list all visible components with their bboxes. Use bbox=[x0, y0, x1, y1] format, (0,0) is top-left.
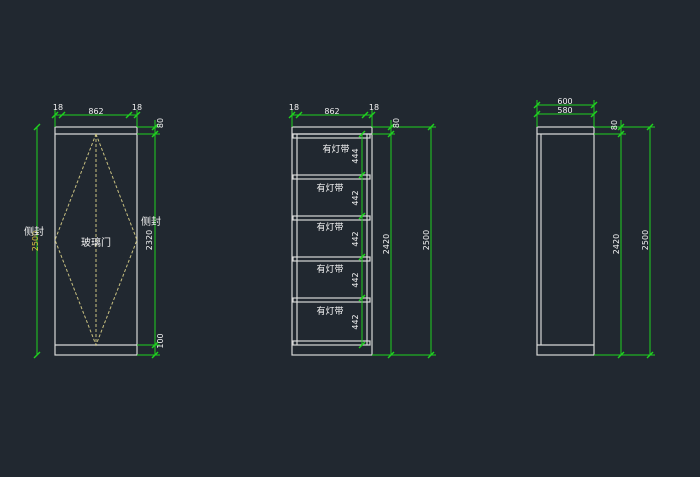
shelf-dim-width: 862 bbox=[324, 107, 339, 116]
dim-tick bbox=[646, 123, 654, 131]
shelf-board bbox=[292, 256, 371, 262]
shelf-board bbox=[292, 215, 371, 221]
dim-tick bbox=[646, 351, 654, 359]
dim-tick bbox=[427, 351, 435, 359]
dim-tick bbox=[151, 351, 159, 359]
shelf-dim-inner-height: 2420 bbox=[382, 234, 391, 254]
shelf-board bbox=[292, 297, 371, 303]
shelf-board bbox=[292, 174, 371, 180]
front-dim-top-gap: 80 bbox=[156, 118, 165, 128]
dim-tick bbox=[151, 123, 159, 131]
side-dim-inner-height: 2420 bbox=[612, 234, 621, 254]
front-dim-right: 18 bbox=[132, 103, 142, 112]
side-dim-inner-width: 580 bbox=[557, 106, 572, 115]
dim-tick bbox=[617, 123, 625, 131]
dim-tick bbox=[58, 111, 66, 119]
shelf-cabinet-outline bbox=[291, 126, 373, 356]
shelf-board bbox=[292, 340, 371, 346]
dim-tick bbox=[358, 253, 366, 261]
shelf-dim-top-gap: 80 bbox=[392, 118, 401, 128]
dim-tick bbox=[358, 130, 366, 138]
dim-tick bbox=[358, 212, 366, 220]
shelf-board bbox=[292, 133, 371, 139]
glass-door-label: 玻璃门 bbox=[81, 236, 111, 249]
dim-tick bbox=[387, 123, 395, 131]
light-strip-label: 有灯带 bbox=[322, 143, 349, 155]
front-dim-total-height: 2500 bbox=[31, 231, 40, 251]
dim-tick bbox=[427, 123, 435, 131]
dim-tick bbox=[590, 110, 598, 118]
dim-tick bbox=[387, 130, 395, 138]
side-dim-outer-width: 600 bbox=[557, 97, 572, 106]
dim-tick bbox=[361, 111, 369, 119]
light-strip-label: 有灯带 bbox=[316, 221, 343, 233]
shelf-dim-right: 18 bbox=[369, 103, 379, 112]
dim-tick bbox=[358, 171, 366, 179]
front-dim-left: 18 bbox=[53, 103, 63, 112]
front-view: 18 862 18 2500 侧封 80 2320 100 侧封 玻璃门 bbox=[24, 103, 165, 359]
dim-tick bbox=[617, 351, 625, 359]
side-view: 600 580 80 2420 2500 bbox=[533, 97, 655, 359]
shelf-dim-total-height: 2500 bbox=[422, 230, 431, 250]
side-cabinet-outline bbox=[536, 126, 595, 356]
dim-tick bbox=[358, 341, 366, 349]
shelf-space-dim: 442 bbox=[351, 272, 360, 287]
front-dim-door-height: 2320 bbox=[145, 230, 154, 250]
dim-tick bbox=[288, 111, 296, 119]
dim-tick bbox=[151, 341, 159, 349]
dim-tick bbox=[387, 351, 395, 359]
dim-tick bbox=[617, 130, 625, 138]
dim-tick bbox=[295, 111, 303, 119]
side-dim-total-height: 2500 bbox=[641, 230, 650, 250]
front-cabinet-outline bbox=[54, 126, 138, 356]
light-strip-label: 有灯带 bbox=[316, 305, 343, 317]
shelf-dim-left: 18 bbox=[289, 103, 299, 112]
shelf-space-dim: 442 bbox=[351, 314, 360, 329]
front-dim-width: 862 bbox=[88, 107, 103, 116]
light-strip-label: 有灯带 bbox=[316, 263, 343, 275]
dim-tick bbox=[533, 110, 541, 118]
dim-tick bbox=[33, 123, 41, 131]
dim-tick bbox=[590, 101, 598, 109]
shelf-view: 18 862 18 444 442 442 442 442 有灯带 有灯带 有灯… bbox=[288, 103, 436, 359]
dim-tick bbox=[125, 111, 133, 119]
shelf-space-dim: 444 bbox=[351, 148, 360, 163]
front-dim-bottom-gap: 100 bbox=[156, 333, 165, 348]
dim-tick bbox=[151, 130, 159, 138]
dim-tick bbox=[533, 101, 541, 109]
side-dim-top-gap: 80 bbox=[610, 120, 619, 130]
dim-tick bbox=[33, 351, 41, 359]
side-seal-right-label: 侧封 bbox=[141, 215, 161, 228]
side-seal-left-label: 侧封 bbox=[24, 225, 44, 238]
shelf-space-dim: 442 bbox=[351, 231, 360, 246]
dim-tick bbox=[358, 294, 366, 302]
shelf-space-dim: 442 bbox=[351, 190, 360, 205]
dim-tick bbox=[368, 111, 376, 119]
light-strip-label: 有灯带 bbox=[316, 182, 343, 194]
